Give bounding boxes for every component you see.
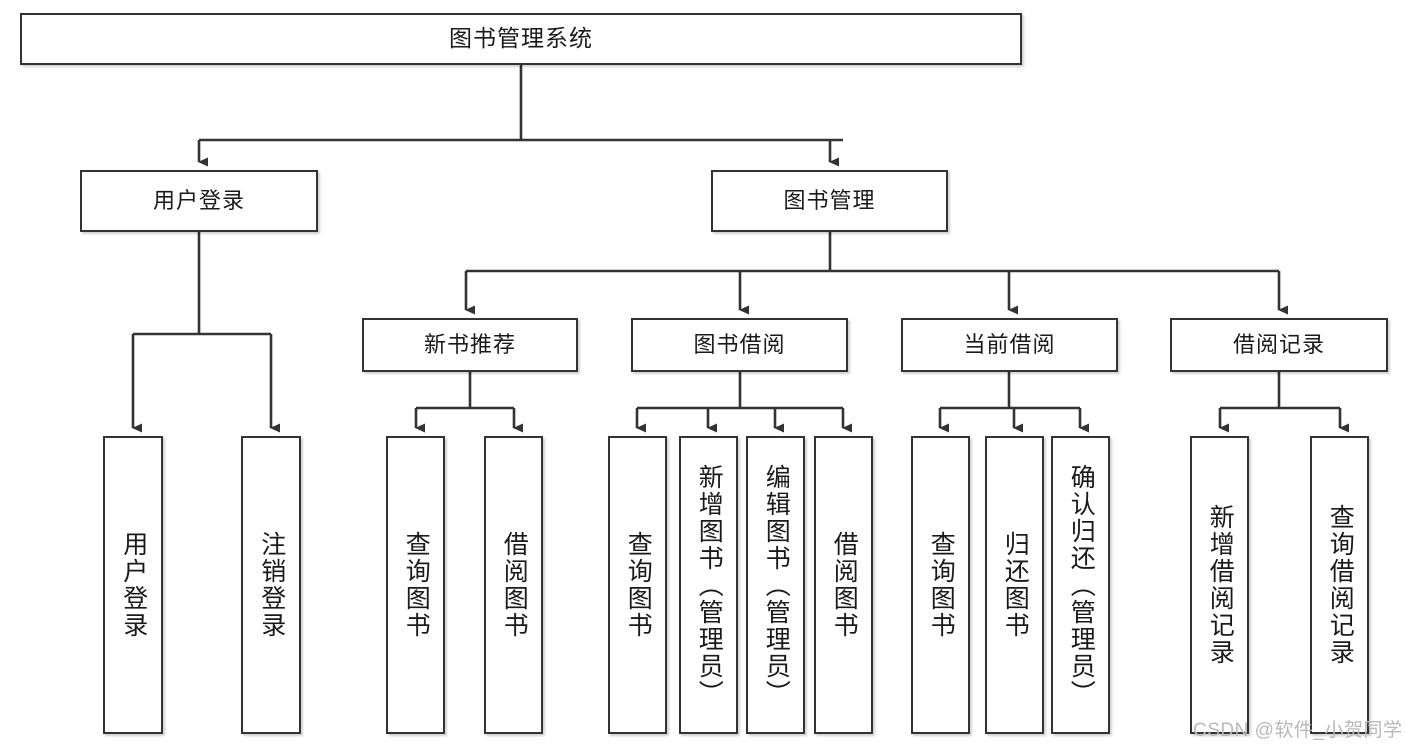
- node-book-borrow-label: 图书借阅: [693, 331, 786, 357]
- node-leaf-user-login[interactable]: 用户登录: [103, 436, 163, 734]
- node-leaf-return-book[interactable]: 归还图书: [985, 436, 1044, 734]
- node-leaf-query-book-3[interactable]: 查询图书: [911, 436, 970, 734]
- node-leaf-add-borrow-record[interactable]: 新增借阅记录: [1190, 436, 1249, 734]
- node-new-book-recommend-label: 新书推荐: [423, 331, 516, 357]
- node-leaf-query-book-1[interactable]: 查询图书: [386, 436, 445, 734]
- node-leaf-add-book-admin-label: 新增图书（管理员）: [695, 463, 724, 707]
- node-book-borrow[interactable]: 图书借阅: [631, 318, 848, 372]
- node-leaf-query-book-3-label: 查询图书: [927, 531, 956, 639]
- node-leaf-query-borrow-record-label: 查询借阅记录: [1326, 504, 1355, 666]
- node-user-login-label: 用户登录: [152, 187, 245, 213]
- node-current-borrow[interactable]: 当前借阅: [901, 318, 1118, 372]
- node-user-login[interactable]: 用户登录: [80, 170, 318, 232]
- node-leaf-borrow-book-1-label: 借阅图书: [500, 531, 529, 639]
- node-leaf-user-login-label: 用户登录: [119, 531, 148, 639]
- node-leaf-query-book-1-label: 查询图书: [402, 531, 431, 639]
- node-leaf-return-book-label: 归还图书: [1001, 531, 1030, 639]
- node-borrow-record[interactable]: 借阅记录: [1170, 318, 1388, 372]
- node-leaf-query-book-2[interactable]: 查询图书: [608, 436, 667, 734]
- csdn-watermark: CSDN @软件_小贺同学: [1193, 720, 1403, 741]
- node-leaf-confirm-return-admin-label: 确认归还（管理员）: [1067, 463, 1096, 707]
- node-leaf-user-logout-label: 注销登录: [257, 531, 286, 639]
- node-leaf-edit-book-admin[interactable]: 编辑图书（管理员）: [746, 436, 805, 734]
- node-leaf-query-book-2-label: 查询图书: [624, 531, 653, 639]
- node-leaf-user-logout[interactable]: 注销登录: [241, 436, 301, 734]
- node-book-manage[interactable]: 图书管理: [711, 170, 948, 232]
- node-leaf-add-book-admin[interactable]: 新增图书（管理员）: [679, 436, 738, 734]
- node-leaf-borrow-book-2[interactable]: 借阅图书: [814, 436, 873, 734]
- node-root[interactable]: 图书管理系统: [20, 13, 1022, 65]
- node-book-manage-label: 图书管理: [783, 187, 876, 213]
- node-leaf-borrow-book-1[interactable]: 借阅图书: [484, 436, 543, 734]
- node-leaf-borrow-book-2-label: 借阅图书: [830, 531, 859, 639]
- node-leaf-edit-book-admin-label: 编辑图书（管理员）: [762, 463, 791, 707]
- node-current-borrow-label: 当前借阅: [963, 331, 1056, 357]
- node-leaf-query-borrow-record[interactable]: 查询借阅记录: [1310, 436, 1369, 734]
- node-leaf-add-borrow-record-label: 新增借阅记录: [1206, 504, 1235, 666]
- node-root-label: 图书管理系统: [449, 25, 593, 52]
- node-new-book-recommend[interactable]: 新书推荐: [362, 318, 578, 372]
- node-leaf-confirm-return-admin[interactable]: 确认归还（管理员）: [1051, 436, 1110, 734]
- node-borrow-record-label: 借阅记录: [1232, 331, 1325, 357]
